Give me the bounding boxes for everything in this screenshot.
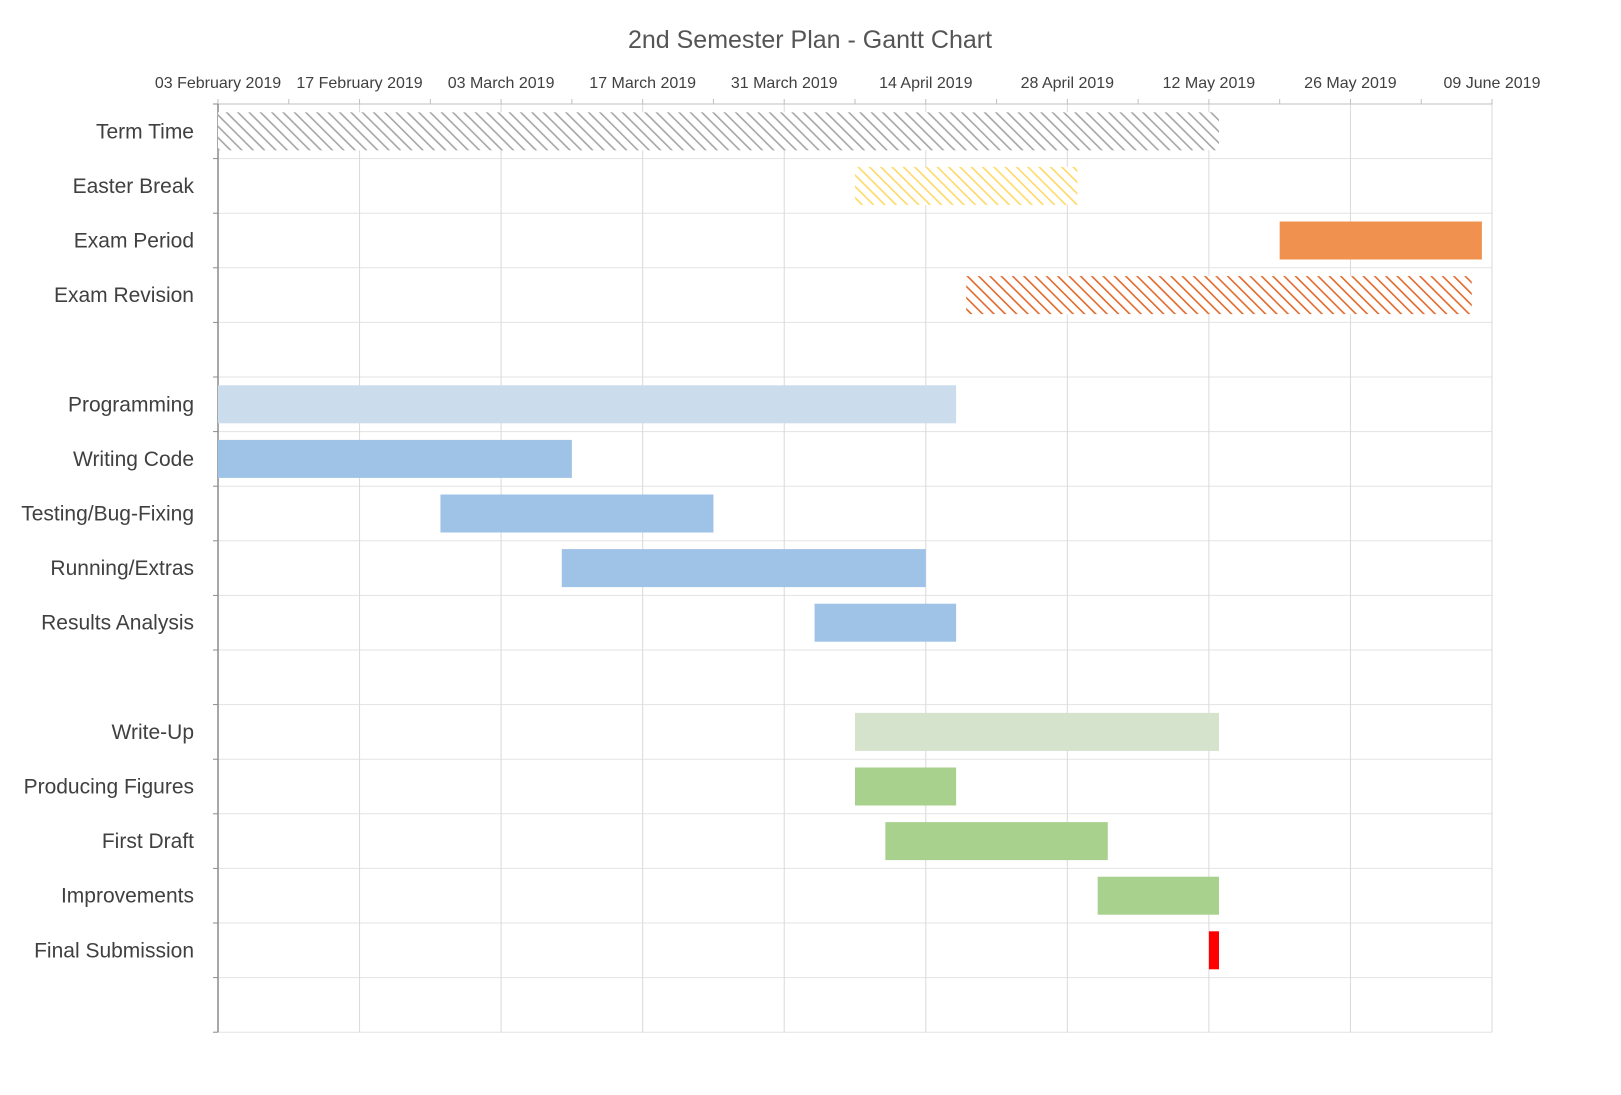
task-bar <box>855 712 1219 751</box>
chart-title: 2nd Semester Plan - Gantt Chart <box>628 26 992 54</box>
task-label: Writing Code <box>73 448 194 471</box>
task-label: Write-Up <box>112 721 194 744</box>
task-label: Results Analysis <box>41 612 194 635</box>
task-label: Exam Period <box>74 230 194 253</box>
x-tick-label: 28 April 2019 <box>1021 75 1115 92</box>
x-tick-label: 31 March 2019 <box>731 75 838 92</box>
x-tick-label: 17 February 2019 <box>296 75 422 92</box>
task-bar <box>855 767 957 806</box>
task-label: Final Submission <box>34 939 194 962</box>
task-bar <box>1279 221 1482 260</box>
x-tick-label: 26 May 2019 <box>1304 75 1397 92</box>
task-label: First Draft <box>102 830 194 853</box>
task-bar <box>440 494 714 533</box>
task-bar <box>966 276 1472 315</box>
task-label: Programming <box>68 393 194 416</box>
task-bar <box>1097 876 1219 915</box>
x-tick-label: 17 March 2019 <box>589 75 696 92</box>
task-label: Easter Break <box>73 175 195 198</box>
task-bar <box>885 822 1108 861</box>
task-bar <box>855 166 1078 205</box>
task-bar <box>218 112 1219 151</box>
task-label: Term Time <box>96 120 194 143</box>
task-label: Improvements <box>61 885 194 908</box>
task-bar <box>561 549 926 588</box>
x-tick-label: 14 April 2019 <box>879 75 973 92</box>
task-label: Exam Revision <box>54 284 194 307</box>
task-bar <box>218 439 572 478</box>
x-tick-label: 09 June 2019 <box>1444 75 1541 92</box>
x-tick-label: 03 February 2019 <box>155 75 281 92</box>
x-tick-label: 12 May 2019 <box>1163 75 1256 92</box>
task-label: Producing Figures <box>24 776 194 799</box>
x-tick-label: 03 March 2019 <box>448 75 555 92</box>
task-bar <box>218 385 957 424</box>
task-bar <box>1208 931 1219 970</box>
task-label: Running/Extras <box>50 557 194 580</box>
task-bar <box>814 603 957 642</box>
task-label: Testing/Bug-Fixing <box>21 503 194 526</box>
